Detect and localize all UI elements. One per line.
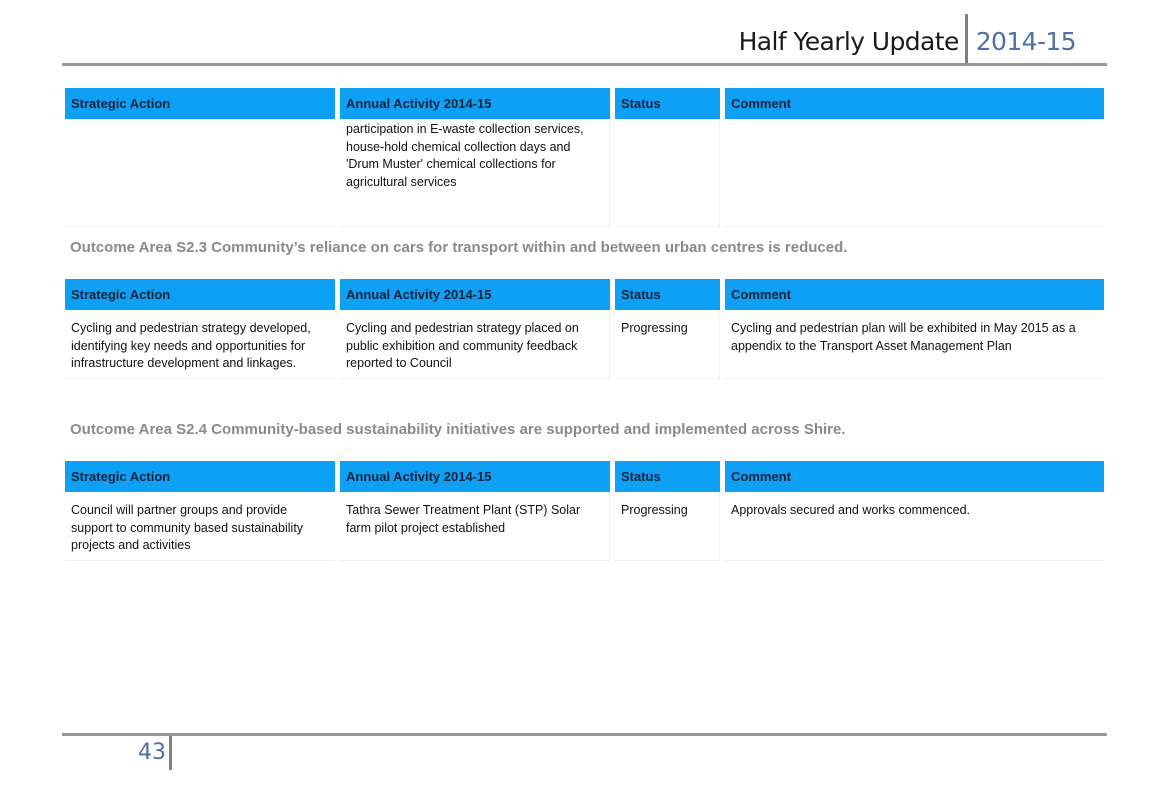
page-header: Half Yearly Update 2014-15 [0, 14, 1077, 64]
table-header-row: Strategic Action Annual Activity 2014-15… [65, 461, 1104, 492]
table-header-row: Strategic Action Annual Activity 2014-15… [65, 88, 1104, 119]
header-title: Half Yearly Update [738, 27, 960, 56]
table-header-row: Strategic Action Annual Activity 2014-15… [65, 279, 1104, 310]
cell-annual-activity: Cycling and pedestrian strategy placed o… [340, 310, 610, 379]
cell-annual-activity: participation in E-waste collection serv… [340, 119, 610, 227]
cell-strategic-action: Cycling and pedestrian strategy develope… [65, 310, 335, 379]
column-header-status: Status [615, 279, 720, 310]
cell-strategic-action [65, 119, 335, 227]
cell-status: Progressing [615, 310, 720, 379]
column-header-comment: Comment [725, 461, 1104, 492]
column-header-strategic-action: Strategic Action [65, 461, 335, 492]
header-divider [964, 14, 968, 64]
cell-comment: Cycling and pedestrian plan will be exhi… [725, 310, 1104, 379]
header-rule [62, 63, 1107, 66]
column-header-annual-activity: Annual Activity 2014-15 [340, 88, 610, 119]
outcome-heading-s2-3: Outcome Area S2.3 Community’s reliance o… [70, 239, 848, 256]
footer-rule [62, 733, 1107, 736]
outcome-heading-s2-4: Outcome Area S2.4 Community-based sustai… [70, 421, 846, 438]
table-row: participation in E-waste collection serv… [65, 119, 1104, 227]
action-table-2: Strategic Action Annual Activity 2014-15… [65, 279, 1104, 379]
action-table-3: Strategic Action Annual Activity 2014-15… [65, 461, 1104, 561]
column-header-strategic-action: Strategic Action [65, 88, 335, 119]
column-header-annual-activity: Annual Activity 2014-15 [340, 461, 610, 492]
cell-comment [725, 119, 1104, 227]
page-number: 43 [138, 740, 166, 765]
column-header-strategic-action: Strategic Action [65, 279, 335, 310]
header-year: 2014-15 [975, 27, 1077, 56]
column-header-annual-activity: Annual Activity 2014-15 [340, 279, 610, 310]
column-header-comment: Comment [725, 88, 1104, 119]
cell-strategic-action: Council will partner groups and provide … [65, 492, 335, 561]
table-row: Council will partner groups and provide … [65, 492, 1104, 561]
cell-annual-activity: Tathra Sewer Treatment Plant (STP) Solar… [340, 492, 610, 561]
column-header-status: Status [615, 461, 720, 492]
cell-status [615, 119, 720, 227]
action-table-1: Strategic Action Annual Activity 2014-15… [65, 88, 1104, 227]
table-row: Cycling and pedestrian strategy develope… [65, 310, 1104, 379]
cell-status: Progressing [615, 492, 720, 561]
column-header-status: Status [615, 88, 720, 119]
cell-comment: Approvals secured and works commenced. [725, 492, 1104, 561]
column-header-comment: Comment [725, 279, 1104, 310]
footer-divider [169, 736, 172, 770]
